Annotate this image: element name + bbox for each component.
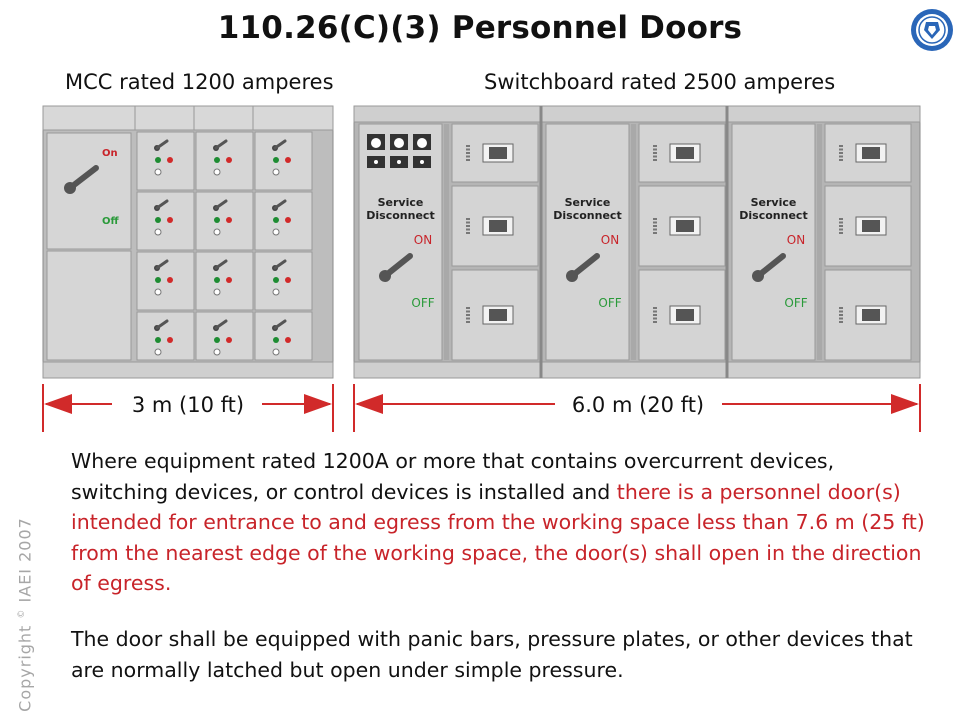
bucket-handle-icon[interactable] bbox=[272, 259, 287, 271]
mcc-main-breaker-door[interactable] bbox=[46, 132, 132, 250]
breaker-door[interactable] bbox=[451, 123, 539, 183]
mcc-bucket[interactable] bbox=[195, 251, 254, 311]
breaker-door[interactable] bbox=[824, 269, 912, 361]
service-disconnect-label: Service bbox=[751, 196, 797, 209]
bucket-handle-icon[interactable] bbox=[154, 259, 169, 271]
service-disconnect-label: Service bbox=[378, 196, 424, 209]
requirement-paragraph: Where equipment rated 1200A or more that… bbox=[71, 446, 931, 599]
requirement-highlight: there is a personnel door(s) intended fo… bbox=[71, 479, 925, 596]
indicator-lights-icon bbox=[154, 157, 173, 176]
mcc-lineup: On Off bbox=[42, 105, 334, 379]
bucket-handle-icon[interactable] bbox=[154, 319, 169, 331]
switchboard-on-label: ON bbox=[601, 233, 619, 247]
bucket-handle-icon[interactable] bbox=[213, 259, 228, 271]
mcc-buckets bbox=[136, 131, 313, 361]
bucket-handle-icon[interactable] bbox=[272, 319, 287, 331]
copyright-notice: Copyright © IAEI 2007 bbox=[15, 517, 35, 712]
indicator-lights-icon bbox=[154, 217, 173, 236]
mcc-bucket[interactable] bbox=[195, 311, 254, 361]
switchboard-width-label: 6.0 m (20 ft) bbox=[572, 393, 704, 417]
breaker-door[interactable] bbox=[451, 269, 539, 361]
disconnect-handle-icon[interactable] bbox=[752, 253, 786, 282]
bucket-handle-icon[interactable] bbox=[272, 199, 287, 211]
page-title: 110.26(C)(3) Personnel Doors bbox=[217, 10, 743, 46]
mcc-label: MCC rated 1200 amperes bbox=[65, 70, 334, 94]
mcc-bucket[interactable] bbox=[136, 251, 195, 311]
bucket-handle-icon[interactable] bbox=[272, 139, 287, 151]
mcc-dimension: 3 m (10 ft) bbox=[42, 384, 334, 432]
meter-panel-icon bbox=[367, 134, 431, 168]
mcc-bucket[interactable] bbox=[254, 191, 313, 251]
breaker-door[interactable] bbox=[638, 123, 726, 183]
bucket-handle-icon[interactable] bbox=[213, 319, 228, 331]
switchboard-off-label: OFF bbox=[784, 296, 807, 310]
disconnect-handle-icon[interactable] bbox=[379, 253, 413, 282]
bucket-handle-icon[interactable] bbox=[213, 199, 228, 211]
indicator-lights-icon bbox=[213, 337, 232, 356]
switchboard-on-label: ON bbox=[787, 233, 805, 247]
indicator-lights-icon bbox=[272, 217, 291, 236]
breaker-door[interactable] bbox=[638, 185, 726, 267]
switchboard-lineup: ServiceDisconnectONOFFServiceDisconnectO… bbox=[353, 105, 921, 379]
switchboard-dimension: 6.0 m (20 ft) bbox=[353, 384, 921, 432]
service-disconnect-door[interactable] bbox=[731, 123, 816, 361]
bucket-handle-icon[interactable] bbox=[154, 139, 169, 151]
mcc-bucket[interactable] bbox=[195, 191, 254, 251]
mcc-main-handle-icon[interactable] bbox=[64, 165, 99, 194]
panic-hardware-paragraph: The door shall be equipped with panic ba… bbox=[71, 627, 913, 682]
switchboard-off-label: OFF bbox=[411, 296, 434, 310]
indicator-lights-icon bbox=[272, 157, 291, 176]
switchboard-sections: ServiceDisconnectONOFFServiceDisconnectO… bbox=[358, 123, 912, 361]
indicator-lights-icon bbox=[272, 337, 291, 356]
iaei-logo-icon bbox=[911, 9, 953, 51]
mcc-on-label: On bbox=[102, 148, 118, 159]
mcc-bucket[interactable] bbox=[254, 251, 313, 311]
bucket-handle-icon[interactable] bbox=[213, 139, 228, 151]
mcc-width-label: 3 m (10 ft) bbox=[132, 393, 244, 417]
mcc-bucket[interactable] bbox=[195, 131, 254, 191]
mcc-off-label: Off bbox=[102, 216, 120, 227]
mcc-bucket[interactable] bbox=[136, 311, 195, 361]
indicator-lights-icon bbox=[213, 157, 232, 176]
disconnect-handle-icon[interactable] bbox=[566, 253, 600, 282]
switchboard-label: Switchboard rated 2500 amperes bbox=[484, 70, 836, 94]
switchboard-off-label: OFF bbox=[598, 296, 621, 310]
mcc-bucket[interactable] bbox=[136, 191, 195, 251]
mcc-bucket[interactable] bbox=[254, 131, 313, 191]
breaker-door[interactable] bbox=[824, 123, 912, 183]
mcc-bucket[interactable] bbox=[136, 131, 195, 191]
indicator-lights-icon bbox=[154, 337, 173, 356]
service-disconnect-label: Service bbox=[565, 196, 611, 209]
switchboard-on-label: ON bbox=[414, 233, 432, 247]
breaker-door[interactable] bbox=[824, 185, 912, 267]
service-disconnect-door[interactable] bbox=[545, 123, 630, 361]
service-disconnect-label: Disconnect bbox=[366, 209, 434, 222]
mcc-bucket[interactable] bbox=[254, 311, 313, 361]
equipment-diagram: On Off ServiceDisconnectONOFFServiceDisc… bbox=[42, 105, 921, 432]
bucket-handle-icon[interactable] bbox=[154, 199, 169, 211]
indicator-lights-icon bbox=[272, 277, 291, 296]
indicator-lights-icon bbox=[213, 217, 232, 236]
service-disconnect-label: Disconnect bbox=[739, 209, 807, 222]
service-disconnect-label: Disconnect bbox=[553, 209, 621, 222]
indicator-lights-icon bbox=[154, 277, 173, 296]
indicator-lights-icon bbox=[213, 277, 232, 296]
breaker-door[interactable] bbox=[451, 185, 539, 267]
breaker-door[interactable] bbox=[638, 269, 726, 361]
requirement-text: Where equipment rated 1200A or more that… bbox=[71, 449, 835, 504]
